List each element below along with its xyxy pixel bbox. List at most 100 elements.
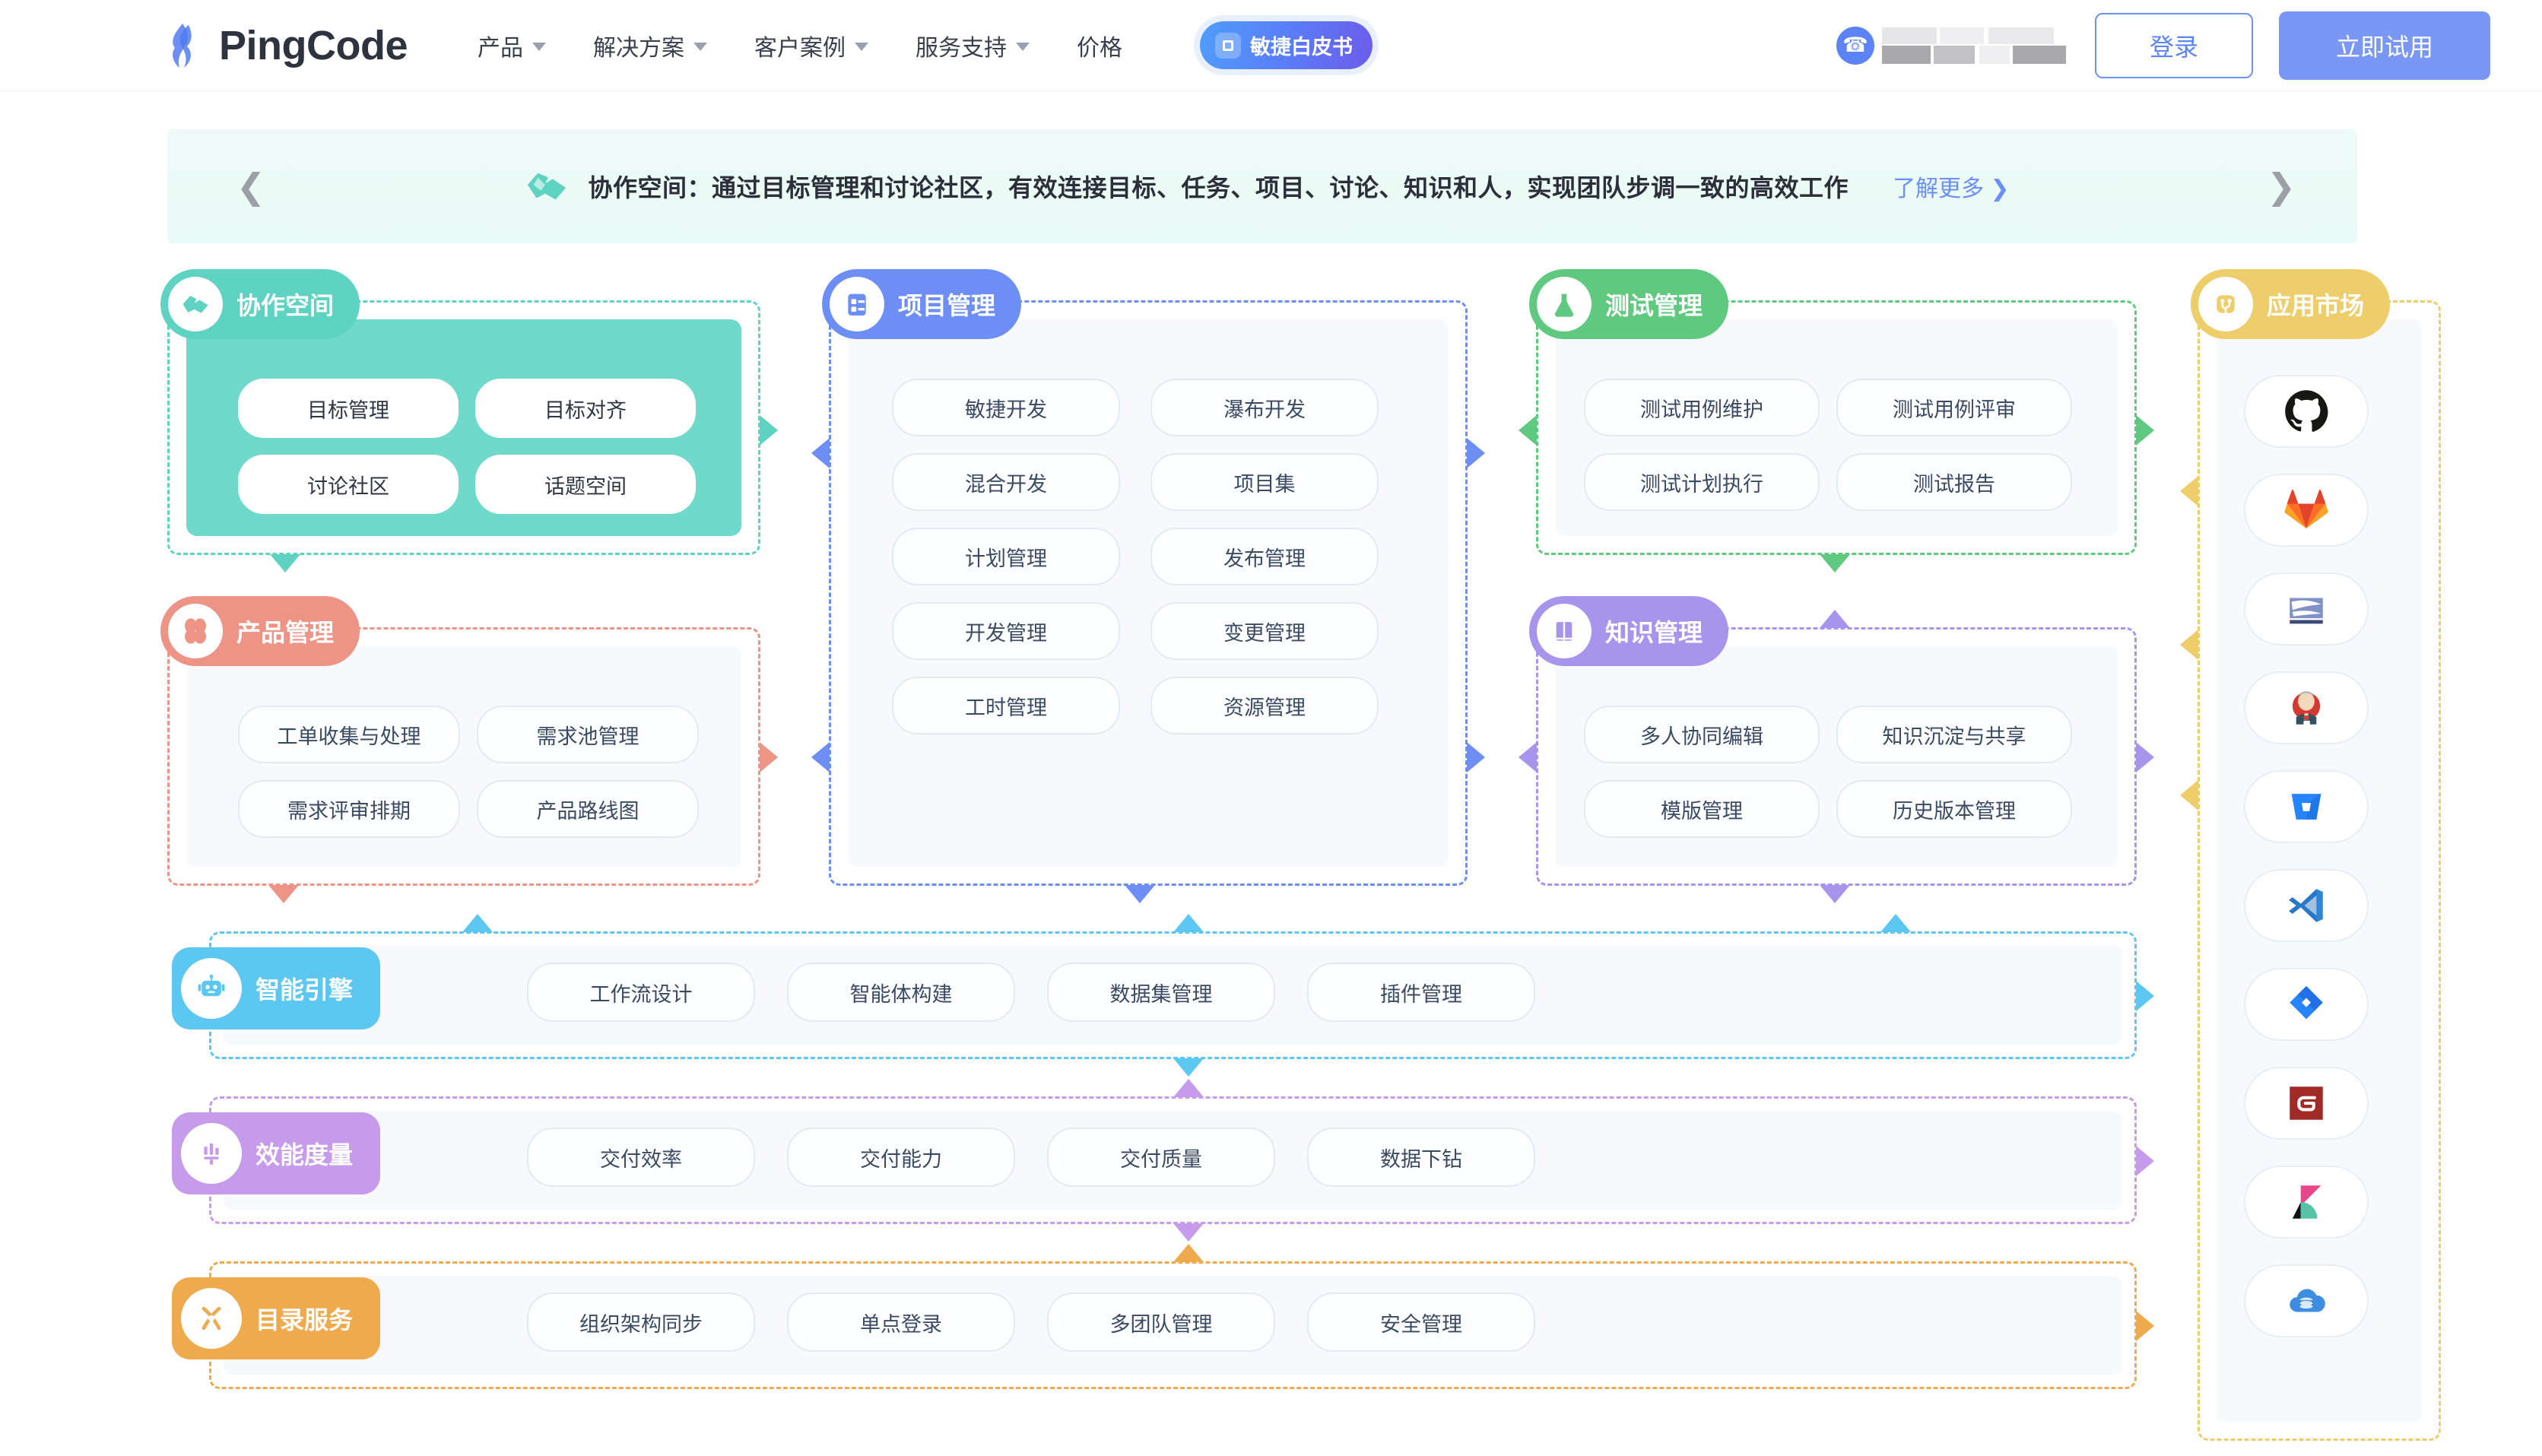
bitbucket-icon — [2291, 794, 2321, 820]
chip-product-0[interactable]: 工单收集与处理 — [238, 706, 460, 763]
app-jenkins[interactable] — [2244, 671, 2369, 744]
chip-project-0[interactable]: 敏捷开发 — [892, 379, 1120, 436]
chip-collab-0[interactable]: 目标管理 — [238, 379, 459, 438]
gitee-icon — [2290, 1086, 2323, 1120]
arrow-left-icon — [2180, 476, 2198, 506]
group-product-tab[interactable]: 产品管理 — [160, 596, 360, 666]
chip-project-1[interactable]: 瀑布开发 — [1150, 379, 1379, 436]
app-github[interactable] — [2244, 375, 2369, 448]
brand-logo[interactable]: PingCode — [160, 22, 408, 69]
brand-name: PingCode — [219, 22, 408, 68]
phone-number-redacted — [1882, 24, 2069, 67]
chip-collab-2[interactable]: 讨论社区 — [238, 455, 459, 514]
banner-prev-button[interactable]: ❮ — [236, 167, 266, 206]
chip-project-8[interactable]: 工时管理 — [892, 677, 1120, 734]
app-bitbucket[interactable] — [2244, 770, 2369, 843]
chip-knowledge-0[interactable]: 多人协同编辑 — [1584, 706, 1820, 763]
app-kibana[interactable] — [2244, 1166, 2369, 1239]
app-subversion[interactable] — [2244, 573, 2369, 646]
chip-project-3[interactable]: 项目集 — [1150, 453, 1379, 511]
chip-project-2[interactable]: 混合开发 — [892, 453, 1120, 511]
group-market: 应用市场 — [2180, 269, 2441, 1441]
group-directory-tab[interactable]: 目录服务 — [172, 1277, 381, 1359]
chip-product-2[interactable]: 需求评审排期 — [238, 780, 460, 838]
arrow-down-icon — [1820, 554, 1850, 573]
group-collab-tab[interactable]: 协作空间 — [160, 269, 360, 339]
banner-learn-more-link[interactable]: 了解更多 ❯ — [1893, 176, 2010, 201]
chip-project-6[interactable]: 开发管理 — [892, 602, 1120, 660]
chip-metrics-2[interactable]: 交付质量 — [1047, 1128, 1275, 1187]
chip-directory-2[interactable]: 多团队管理 — [1047, 1293, 1275, 1352]
whitepaper-badge[interactable]: 敏捷白皮书 — [1200, 21, 1373, 69]
group-engine-tab[interactable]: 智能引擎 — [172, 947, 381, 1029]
free-trial-button[interactable]: 立即试用 — [2279, 11, 2490, 80]
chip-project-7[interactable]: 变更管理 — [1150, 602, 1379, 660]
chip-test-3[interactable]: 测试报告 — [1836, 453, 2072, 511]
app-gitee[interactable] — [2244, 1067, 2369, 1140]
chip-collab-3[interactable]: 话题空间 — [475, 455, 696, 514]
nav-item-products[interactable]: 产品 — [478, 29, 546, 62]
chip-test-0[interactable]: 测试用例维护 — [1584, 379, 1820, 436]
chip-knowledge-2[interactable]: 模版管理 — [1584, 780, 1820, 838]
group-knowledge: 知识管理 多人协同编辑 知识沉淀与共享 模版管理 历史版本管理 — [1519, 596, 2154, 903]
login-button[interactable]: 登录 — [2095, 12, 2253, 78]
chevron-down-icon — [532, 43, 546, 51]
group-knowledge-tab[interactable]: 知识管理 — [1529, 596, 1729, 666]
arrow-right-icon — [2136, 981, 2154, 1011]
group-test-title: 测试管理 — [1605, 292, 1703, 319]
chip-directory-0[interactable]: 组织架构同步 — [527, 1293, 755, 1352]
chip-metrics-0[interactable]: 交付效率 — [527, 1128, 755, 1187]
main-nav: 产品 解决方案 客户案例 服务支持 价格 敏捷白皮书 — [478, 21, 1373, 69]
chip-engine-1[interactable]: 智能体构建 — [787, 963, 1015, 1022]
group-test-tab[interactable]: 测试管理 — [1529, 269, 1729, 339]
group-test: 测试管理 测试用例维护 测试用例评审 测试计划执行 测试报告 — [1519, 269, 2154, 573]
group-product-title: 产品管理 — [236, 619, 335, 646]
chip-collab-1[interactable]: 目标对齐 — [475, 379, 696, 438]
app-cloud-database[interactable] — [2244, 1264, 2369, 1337]
group-metrics-tab[interactable]: 效能度量 — [172, 1112, 381, 1194]
chip-knowledge-3[interactable]: 历史版本管理 — [1836, 780, 2072, 838]
subversion-icon — [2290, 598, 2323, 624]
chip-project-5[interactable]: 发布管理 — [1150, 528, 1379, 585]
chip-product-1[interactable]: 需求池管理 — [477, 706, 699, 763]
chip-project-4[interactable]: 计划管理 — [892, 528, 1120, 585]
chip-engine-0[interactable]: 工作流设计 — [527, 963, 755, 1022]
group-collab-title: 协作空间 — [236, 292, 335, 319]
chip-metrics-1[interactable]: 交付能力 — [787, 1128, 1015, 1187]
nav-item-support[interactable]: 服务支持 — [916, 29, 1030, 62]
app-gitlab[interactable] — [2244, 474, 2369, 547]
chip-knowledge-1[interactable]: 知识沉淀与共享 — [1836, 706, 2072, 763]
group-directory-title: 目录服务 — [255, 1306, 354, 1334]
nav-label: 客户案例 — [754, 35, 846, 61]
chip-directory-1[interactable]: 单点登录 — [787, 1293, 1015, 1352]
kibana-icon — [2292, 1185, 2321, 1219]
arrow-left-icon — [811, 438, 830, 468]
nav-item-customer-cases[interactable]: 客户案例 — [754, 29, 868, 62]
arrow-right-icon — [760, 415, 778, 446]
chip-product-3[interactable]: 产品路线图 — [477, 780, 699, 838]
arrow-down-icon — [1125, 885, 1155, 903]
group-project-tab[interactable]: 项目管理 — [822, 269, 1022, 339]
clipboard-check-icon — [830, 277, 884, 331]
chip-metrics-3[interactable]: 数据下钻 — [1307, 1128, 1535, 1187]
group-project-title: 项目管理 — [898, 292, 996, 319]
chip-engine-2[interactable]: 数据集管理 — [1047, 963, 1275, 1022]
chip-engine-3[interactable]: 插件管理 — [1307, 963, 1535, 1022]
group-product: 产品管理 工单收集与处理 需求池管理 需求评审排期 产品路线图 — [160, 596, 778, 903]
robot-icon — [181, 958, 242, 1019]
app-jira[interactable] — [2244, 968, 2369, 1041]
header-actions: ☎ 登录 立即试用 — [1836, 11, 2490, 80]
nav-item-solutions[interactable]: 解决方案 — [593, 29, 707, 62]
nav-item-pricing[interactable]: 价格 — [1077, 29, 1122, 62]
app-vscode[interactable] — [2244, 869, 2369, 942]
arrow-right-icon — [2136, 1146, 2154, 1176]
contact-phone[interactable]: ☎ — [1836, 24, 2069, 67]
chip-project-9[interactable]: 资源管理 — [1150, 677, 1379, 734]
chip-test-2[interactable]: 测试计划执行 — [1584, 453, 1820, 511]
book-icon — [1537, 604, 1592, 658]
banner-content: 协作空间：通过目标管理和讨论社区，有效连接目标、任务、项目、讨论、知识和人，实现… — [274, 163, 2258, 210]
chip-test-1[interactable]: 测试用例评审 — [1836, 379, 2072, 436]
group-market-tab[interactable]: 应用市场 — [2191, 269, 2391, 339]
chip-directory-3[interactable]: 安全管理 — [1307, 1293, 1535, 1352]
banner-next-button[interactable]: ❯ — [2266, 167, 2296, 206]
